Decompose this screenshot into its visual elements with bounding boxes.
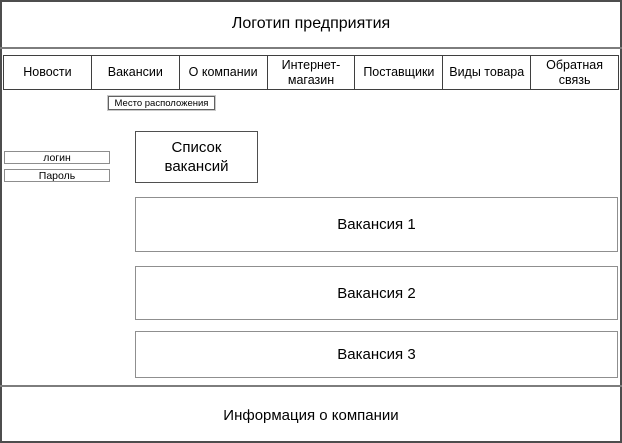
nav-item-feedback[interactable]: Обратная связь bbox=[531, 56, 618, 89]
nav-item-vacancies[interactable]: Вакансии bbox=[92, 56, 180, 89]
logo-placeholder-label: Логотип предприятия bbox=[231, 14, 391, 32]
nav-item-about-company[interactable]: О компании bbox=[180, 56, 268, 89]
vacancy-list-heading-label: Список вакансий bbox=[164, 139, 229, 175]
nav-item-label: Вакансии bbox=[107, 65, 163, 80]
vacancy-list-heading: Список вакансий bbox=[135, 131, 258, 183]
location-badge: Место расположения bbox=[107, 95, 216, 111]
nav-item-label: Новости bbox=[23, 65, 72, 80]
nav-item-news[interactable]: Новости bbox=[4, 56, 92, 89]
vacancy-item-3[interactable]: Вакансия 3 bbox=[135, 331, 618, 378]
location-label: Место расположения bbox=[114, 97, 209, 109]
vacancy-item-1[interactable]: Вакансия 1 bbox=[135, 197, 618, 252]
logo-header: Логотип предприятия bbox=[0, 0, 622, 49]
nav-item-label: Обратная связь bbox=[546, 58, 604, 87]
footer-info-label: Информация о компании bbox=[223, 406, 399, 424]
password-input[interactable] bbox=[4, 169, 110, 182]
nav-item-label: Интернет-магазин bbox=[281, 58, 341, 87]
login-input[interactable] bbox=[4, 151, 110, 164]
footer: Информация о компании bbox=[0, 385, 622, 443]
nav-item-online-store[interactable]: Интернет-магазин bbox=[268, 56, 356, 89]
nav-item-product-types[interactable]: Виды товара bbox=[443, 56, 532, 89]
vacancy-item-label: Вакансия 2 bbox=[337, 284, 416, 302]
nav-item-label: О компании bbox=[188, 65, 258, 80]
nav-item-label: Виды товара bbox=[449, 65, 525, 80]
vacancy-item-label: Вакансия 3 bbox=[337, 346, 416, 363]
nav-item-suppliers[interactable]: Поставщики bbox=[355, 56, 444, 89]
nav-item-label: Поставщики bbox=[363, 65, 435, 80]
vacancy-item-2[interactable]: Вакансия 2 bbox=[135, 266, 618, 320]
main-nav: Новости Вакансии О компании Интернет-маг… bbox=[3, 55, 619, 90]
vacancy-item-label: Вакансия 1 bbox=[337, 216, 416, 233]
